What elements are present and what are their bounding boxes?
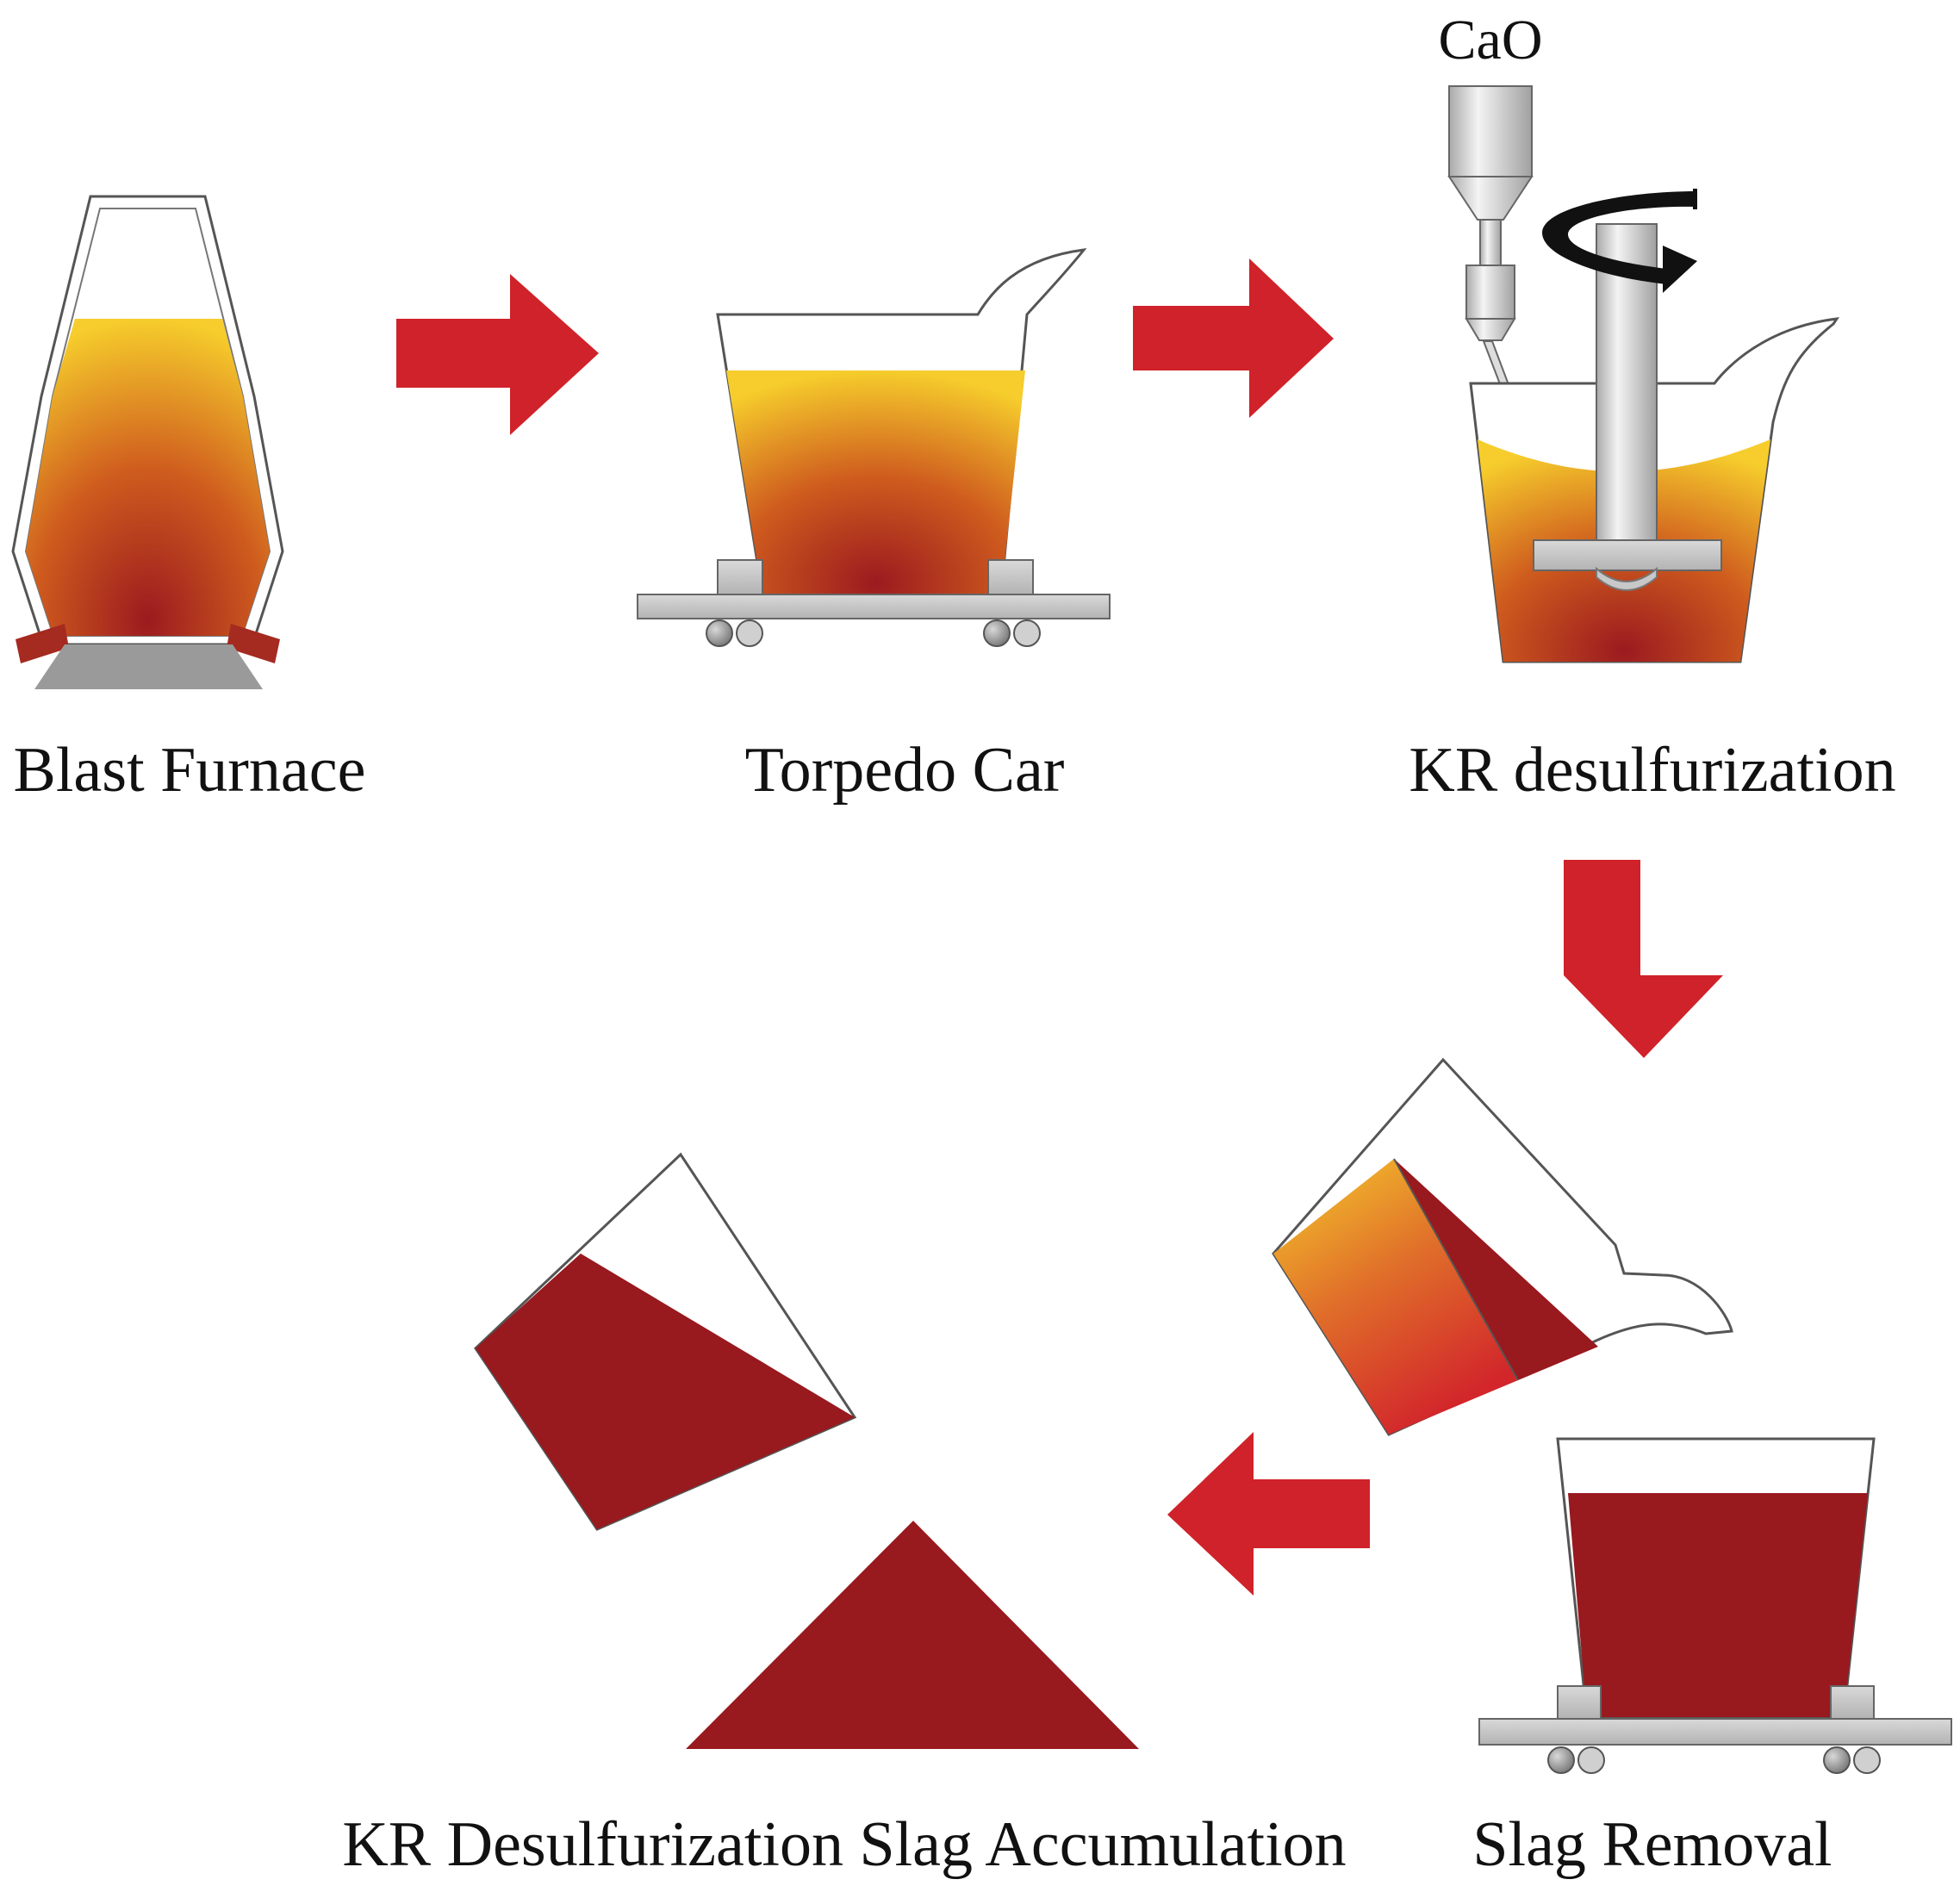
tilted-ladle-interface	[1393, 1158, 1519, 1381]
slag-removal-wheel	[1823, 1746, 1851, 1774]
slag-removal-molten-iron	[1568, 1493, 1868, 1717]
cao-label: CaO	[1439, 9, 1543, 72]
cao-hopper-cone	[1447, 176, 1534, 221]
torpedo-wheel	[1013, 619, 1041, 647]
rotation-arrow-tail	[1693, 189, 1697, 209]
furnace-molten-iron	[26, 319, 270, 636]
kr-impeller-blade	[1533, 539, 1722, 571]
tilted-ladle-molten-iron	[1273, 1159, 1518, 1435]
slag-pile	[686, 1521, 1139, 1749]
furnace-taphole-left	[16, 624, 69, 663]
slag-removal-label: Slag Removal	[1472, 1809, 1832, 1880]
blast-furnace-label: Blast Furnace	[14, 735, 366, 806]
slag-bucket-contents	[476, 1254, 855, 1529]
slag-removal-platform	[1478, 1718, 1952, 1746]
torpedo-molten-iron	[726, 370, 1025, 594]
slag-removal-car	[1478, 1437, 1952, 1774]
cao-feed-pipe	[1479, 219, 1502, 268]
torpedo-support-right	[987, 559, 1034, 595]
rotation-arrow-head	[1663, 246, 1697, 293]
furnace-taphole-right	[227, 624, 280, 663]
rotation-arrow-icon	[1542, 191, 1697, 284]
cao-nozzle	[1465, 265, 1515, 320]
slag-removal-wheel	[1577, 1746, 1605, 1774]
kr-desulfurization-station	[1447, 85, 1840, 663]
slag-removal-wheel	[1853, 1746, 1881, 1774]
torpedo-platform	[637, 594, 1111, 619]
tilted-ladle-slag	[1394, 1159, 1598, 1380]
torpedo-wheel	[983, 619, 1011, 647]
kr-desulfurization-label: KR desulfurization	[1409, 735, 1895, 806]
torpedo-wheel	[706, 619, 733, 647]
slag-removal-support-left	[1557, 1685, 1602, 1720]
blast-furnace	[11, 195, 284, 689]
slag-dumping-bucket	[474, 1152, 857, 1531]
torpedo-support-left	[717, 559, 763, 595]
flow-arrow-4-block-arrow-icon	[1167, 1432, 1370, 1596]
kr-impeller-hub	[1596, 566, 1658, 591]
flow-arrow-2-block-arrow-icon	[1133, 258, 1334, 418]
torpedo-car-label: Torpedo Car	[745, 735, 1065, 806]
furnace-base	[34, 644, 263, 689]
cao-hopper	[1448, 85, 1533, 177]
slag-accumulation-label: KR Desulfurization Slag Accumulation	[342, 1809, 1346, 1880]
slag-removal-support-right	[1830, 1685, 1875, 1720]
flow-arrow-3-block-arrow-icon	[1564, 860, 1723, 1058]
torpedo-wheel	[736, 619, 763, 647]
slag-removal-wheel	[1547, 1746, 1575, 1774]
torpedo-car	[637, 248, 1111, 647]
tilted-pouring-ladle	[1272, 1057, 1733, 1436]
flow-arrow-1-block-arrow-icon	[396, 274, 599, 435]
cao-nozzle-tip	[1465, 318, 1516, 341]
